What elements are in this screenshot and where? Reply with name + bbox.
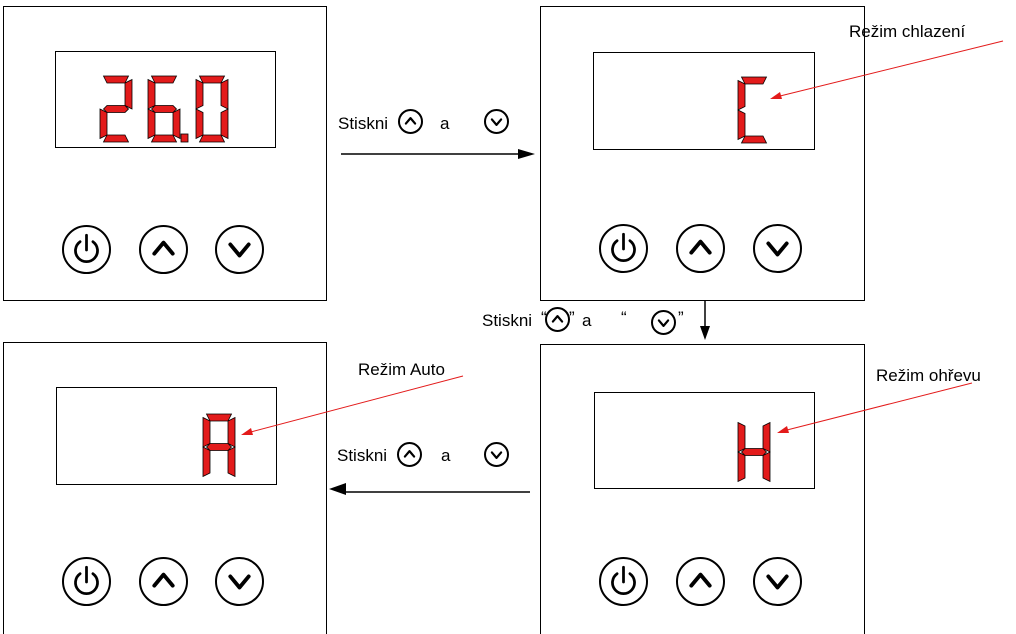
cooling-mode-label: Režim chlazení xyxy=(849,22,966,41)
lcd-display xyxy=(56,387,277,485)
segment-digit xyxy=(737,76,768,144)
arrow-bottom xyxy=(329,483,530,495)
instruction-and-text: a xyxy=(441,446,451,465)
down-button[interactable] xyxy=(753,224,802,273)
panel-top-left xyxy=(3,6,327,301)
panel-top-right xyxy=(540,6,865,301)
instruction-press-text: Stiskni xyxy=(338,114,389,133)
arrow-top xyxy=(341,149,535,159)
quote-close: ” xyxy=(678,308,684,327)
up-button-ref xyxy=(398,109,423,134)
segment-display xyxy=(99,75,231,143)
lcd-display xyxy=(593,52,815,150)
power-button[interactable] xyxy=(599,224,648,273)
segment-digit xyxy=(737,421,771,483)
instruction-press-text: Stiskni xyxy=(482,311,533,330)
auto-mode-label: Režim Auto xyxy=(358,360,445,379)
up-button[interactable] xyxy=(676,557,725,606)
instruction-press-text: Stiskni xyxy=(337,446,388,465)
segment-digit xyxy=(147,75,189,143)
segment-display xyxy=(737,76,771,144)
down-button-ref xyxy=(484,442,509,467)
quote-open: “ xyxy=(541,308,547,327)
down-button[interactable] xyxy=(215,557,264,606)
up-button-ref xyxy=(545,307,570,332)
heating-mode-label: Režim ohřevu xyxy=(876,366,981,385)
up-button[interactable] xyxy=(676,224,725,273)
segment-digit xyxy=(195,75,229,143)
panel-bottom-right xyxy=(540,344,865,634)
up-button-ref xyxy=(397,442,422,467)
power-button[interactable] xyxy=(62,557,111,606)
quote-open: “ xyxy=(621,308,627,327)
instruction-and-text: a xyxy=(440,114,450,133)
down-button[interactable] xyxy=(215,225,264,274)
lcd-display xyxy=(55,51,276,148)
quote-close: ” xyxy=(569,308,575,327)
panel-bottom-left xyxy=(3,342,327,634)
decimal-point xyxy=(180,133,189,143)
segment-display xyxy=(202,413,236,481)
power-button[interactable] xyxy=(599,557,648,606)
down-button-ref xyxy=(651,310,676,335)
down-button-ref xyxy=(484,109,509,134)
segment-digit xyxy=(202,413,236,478)
down-button[interactable] xyxy=(753,557,802,606)
segment-display xyxy=(737,418,771,486)
instruction-and-text: a xyxy=(582,311,592,330)
lcd-display xyxy=(594,392,815,489)
up-button[interactable] xyxy=(139,225,188,274)
power-button[interactable] xyxy=(62,225,111,274)
up-button[interactable] xyxy=(139,557,188,606)
segment-digit xyxy=(99,75,133,143)
arrow-right-down xyxy=(700,300,710,340)
